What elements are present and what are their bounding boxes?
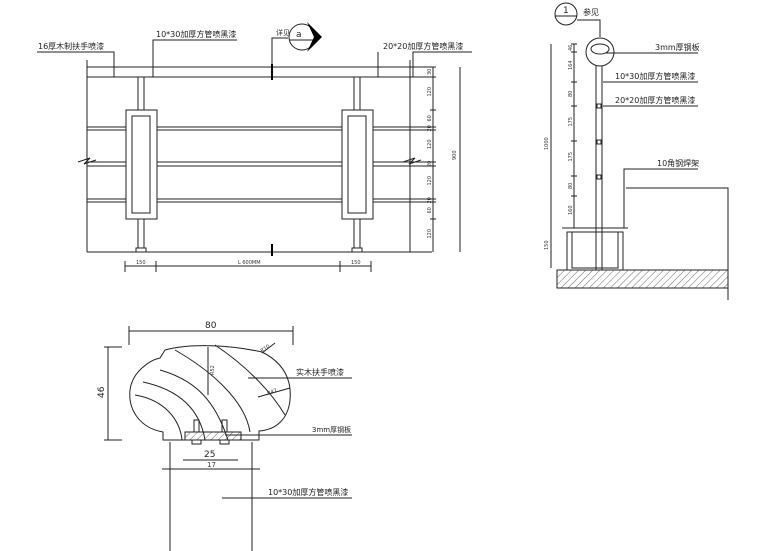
elev-dim-5: 20 [427,161,433,167]
elev-dim-9: 120 [427,229,433,239]
label-plate: 3mm厚钢板 [655,42,700,52]
sect-dim-5: 80 [568,183,574,189]
svg-text:17: 17 [207,461,216,469]
label-tube-10x30: 10*30加厚方管喷黑漆 [156,29,236,39]
dim-left: 150 [136,260,146,266]
callout-a: a [288,22,322,52]
see-ref-1: 参见 [583,7,599,17]
see-ref: 详见 [276,28,290,37]
label-plate-d: 3mm厚钢板 [312,425,351,434]
label-angle: 10角钢焊架 [657,158,699,168]
elev-dim-4: 120 [427,139,433,149]
detail-width: 80 [205,321,217,331]
svg-text:R10: R10 [260,344,272,355]
label-wood: 实木扶手喷漆 [296,367,344,377]
section-dim-total: 1000 [544,137,550,150]
elev-dim-8: 60 [427,207,433,213]
sect-dim-3: 175 [568,117,574,127]
sect-dim-0: 46 [568,45,574,51]
post-left [125,77,158,253]
label-tube-20x20: 20*20加厚方管喷黑漆 [383,41,463,51]
sect-dim-1: 164 [568,60,574,70]
section-dim-base: 150 [544,240,550,250]
callout-1: 1 [554,2,578,26]
sect-dim-6: 160 [568,205,574,215]
elev-dim-1: 120 [427,87,433,97]
svg-text:R47: R47 [266,388,277,397]
elev-dim-0: 30 [427,69,433,75]
railing-elevation: 16厚木制扶手喷漆 10*30加厚方管喷黑漆 20*20加厚方管喷黑漆 详见 a… [37,22,472,272]
svg-text:a: a [296,30,302,40]
handrail-detail: 80 46 R52 R10 R47 25 17 实木扶手喷漆 3mm厚钢板 10… [97,321,352,551]
svg-text:1: 1 [563,6,569,16]
sect-dim-2: 80 [568,91,574,97]
elev-dim-2: 60 [427,115,433,121]
dim-span: L 600MM [238,260,261,266]
elev-dim-7: 20 [427,197,433,203]
detail-height: 46 [97,386,107,398]
dim-right: 150 [351,260,361,266]
label-handrail: 16厚木制扶手喷漆 [38,41,104,51]
label-tube-d: 10*30加厚方管喷黑漆 [268,487,348,497]
svg-text:R52: R52 [210,365,216,375]
label-tube-10x30-s: 10*30加厚方管喷黑漆 [615,71,695,81]
elev-dim-6: 120 [427,176,433,186]
elev-dim-3: 20 [427,125,433,131]
post-right [341,77,374,253]
dim-total: 900 [452,150,458,160]
sect-dim-4: 175 [568,152,574,162]
label-tube-20x20-s: 20*20加厚方管喷黑漆 [615,95,695,105]
svg-text:25: 25 [204,450,215,460]
